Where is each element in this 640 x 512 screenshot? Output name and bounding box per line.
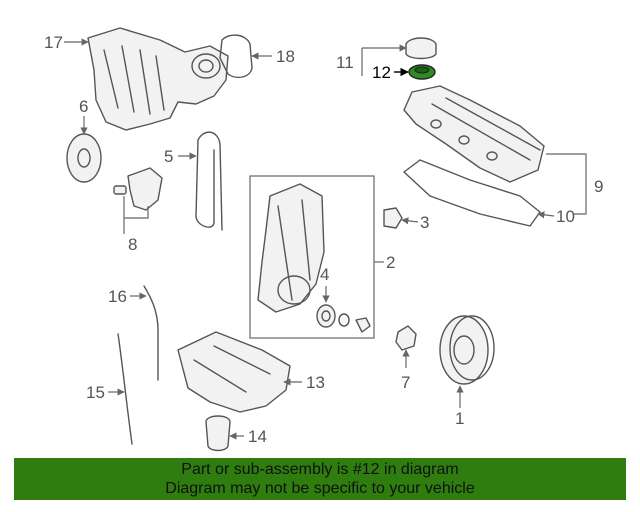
callout-5: 5: [164, 147, 173, 166]
callout-14: 14: [248, 427, 267, 446]
callout-2: 2: [386, 253, 395, 272]
callout-6: 6: [79, 97, 88, 116]
callout-7: 7: [401, 373, 410, 392]
callout-10: 10: [556, 207, 575, 226]
callout-17: 17: [44, 33, 63, 52]
oil-pan-part[interactable]: [177, 331, 291, 413]
crankshaft-pulley-part[interactable]: [439, 315, 495, 385]
timing-cover-frame: [249, 175, 375, 339]
callout-8: 8: [128, 235, 137, 254]
callout-labels: 17 18 6 5 8 2 4 3 11 12 9 10 7 1 13 14 1…: [44, 33, 603, 446]
drive-belt-part[interactable]: [195, 131, 223, 231]
dipstick-tube-part[interactable]: [117, 333, 133, 445]
dipstick-part[interactable]: [143, 285, 159, 381]
callout-16: 16: [108, 287, 127, 306]
pulley-bolt-part[interactable]: [395, 325, 417, 351]
callout-13: 13: [306, 373, 325, 392]
callout-4: 4: [320, 265, 329, 284]
sensor-bracket-part[interactable]: [113, 167, 163, 211]
callout-18: 18: [276, 47, 295, 66]
callout-3: 3: [420, 213, 429, 232]
flex-plate-part[interactable]: [66, 133, 102, 183]
banner-line-2: Diagram may not be specific to your vehi…: [165, 480, 475, 497]
callout-1: 1: [455, 409, 464, 428]
fitment-banner: Part or sub-assembly is #12 in diagram D…: [14, 458, 626, 500]
callout-12: 12: [372, 63, 391, 82]
timing-chain-cover-part[interactable]: [257, 183, 325, 313]
callout-15: 15: [86, 383, 105, 402]
oil-filler-cap-part[interactable]: [405, 37, 437, 60]
filler-cap-seal-part[interactable]: [408, 64, 436, 80]
valve-cover-part[interactable]: [403, 85, 545, 183]
crankshaft-seal-part[interactable]: [316, 304, 371, 333]
banner-line-1: Part or sub-assembly is #12 in diagram: [181, 461, 459, 478]
parts-diagram: 17 18 6 5 8 2 4 3 11 12 9 10 7 1 13 14 1…: [44, 27, 603, 452]
intake-manifold-part[interactable]: [87, 27, 229, 131]
callout-11: 11: [336, 53, 354, 72]
cover-plug-part[interactable]: [383, 207, 403, 229]
intake-gasket-part[interactable]: [219, 34, 253, 79]
callout-9: 9: [594, 177, 603, 196]
oil-filter-part[interactable]: [205, 415, 231, 452]
callout-leaders: [64, 38, 587, 440]
